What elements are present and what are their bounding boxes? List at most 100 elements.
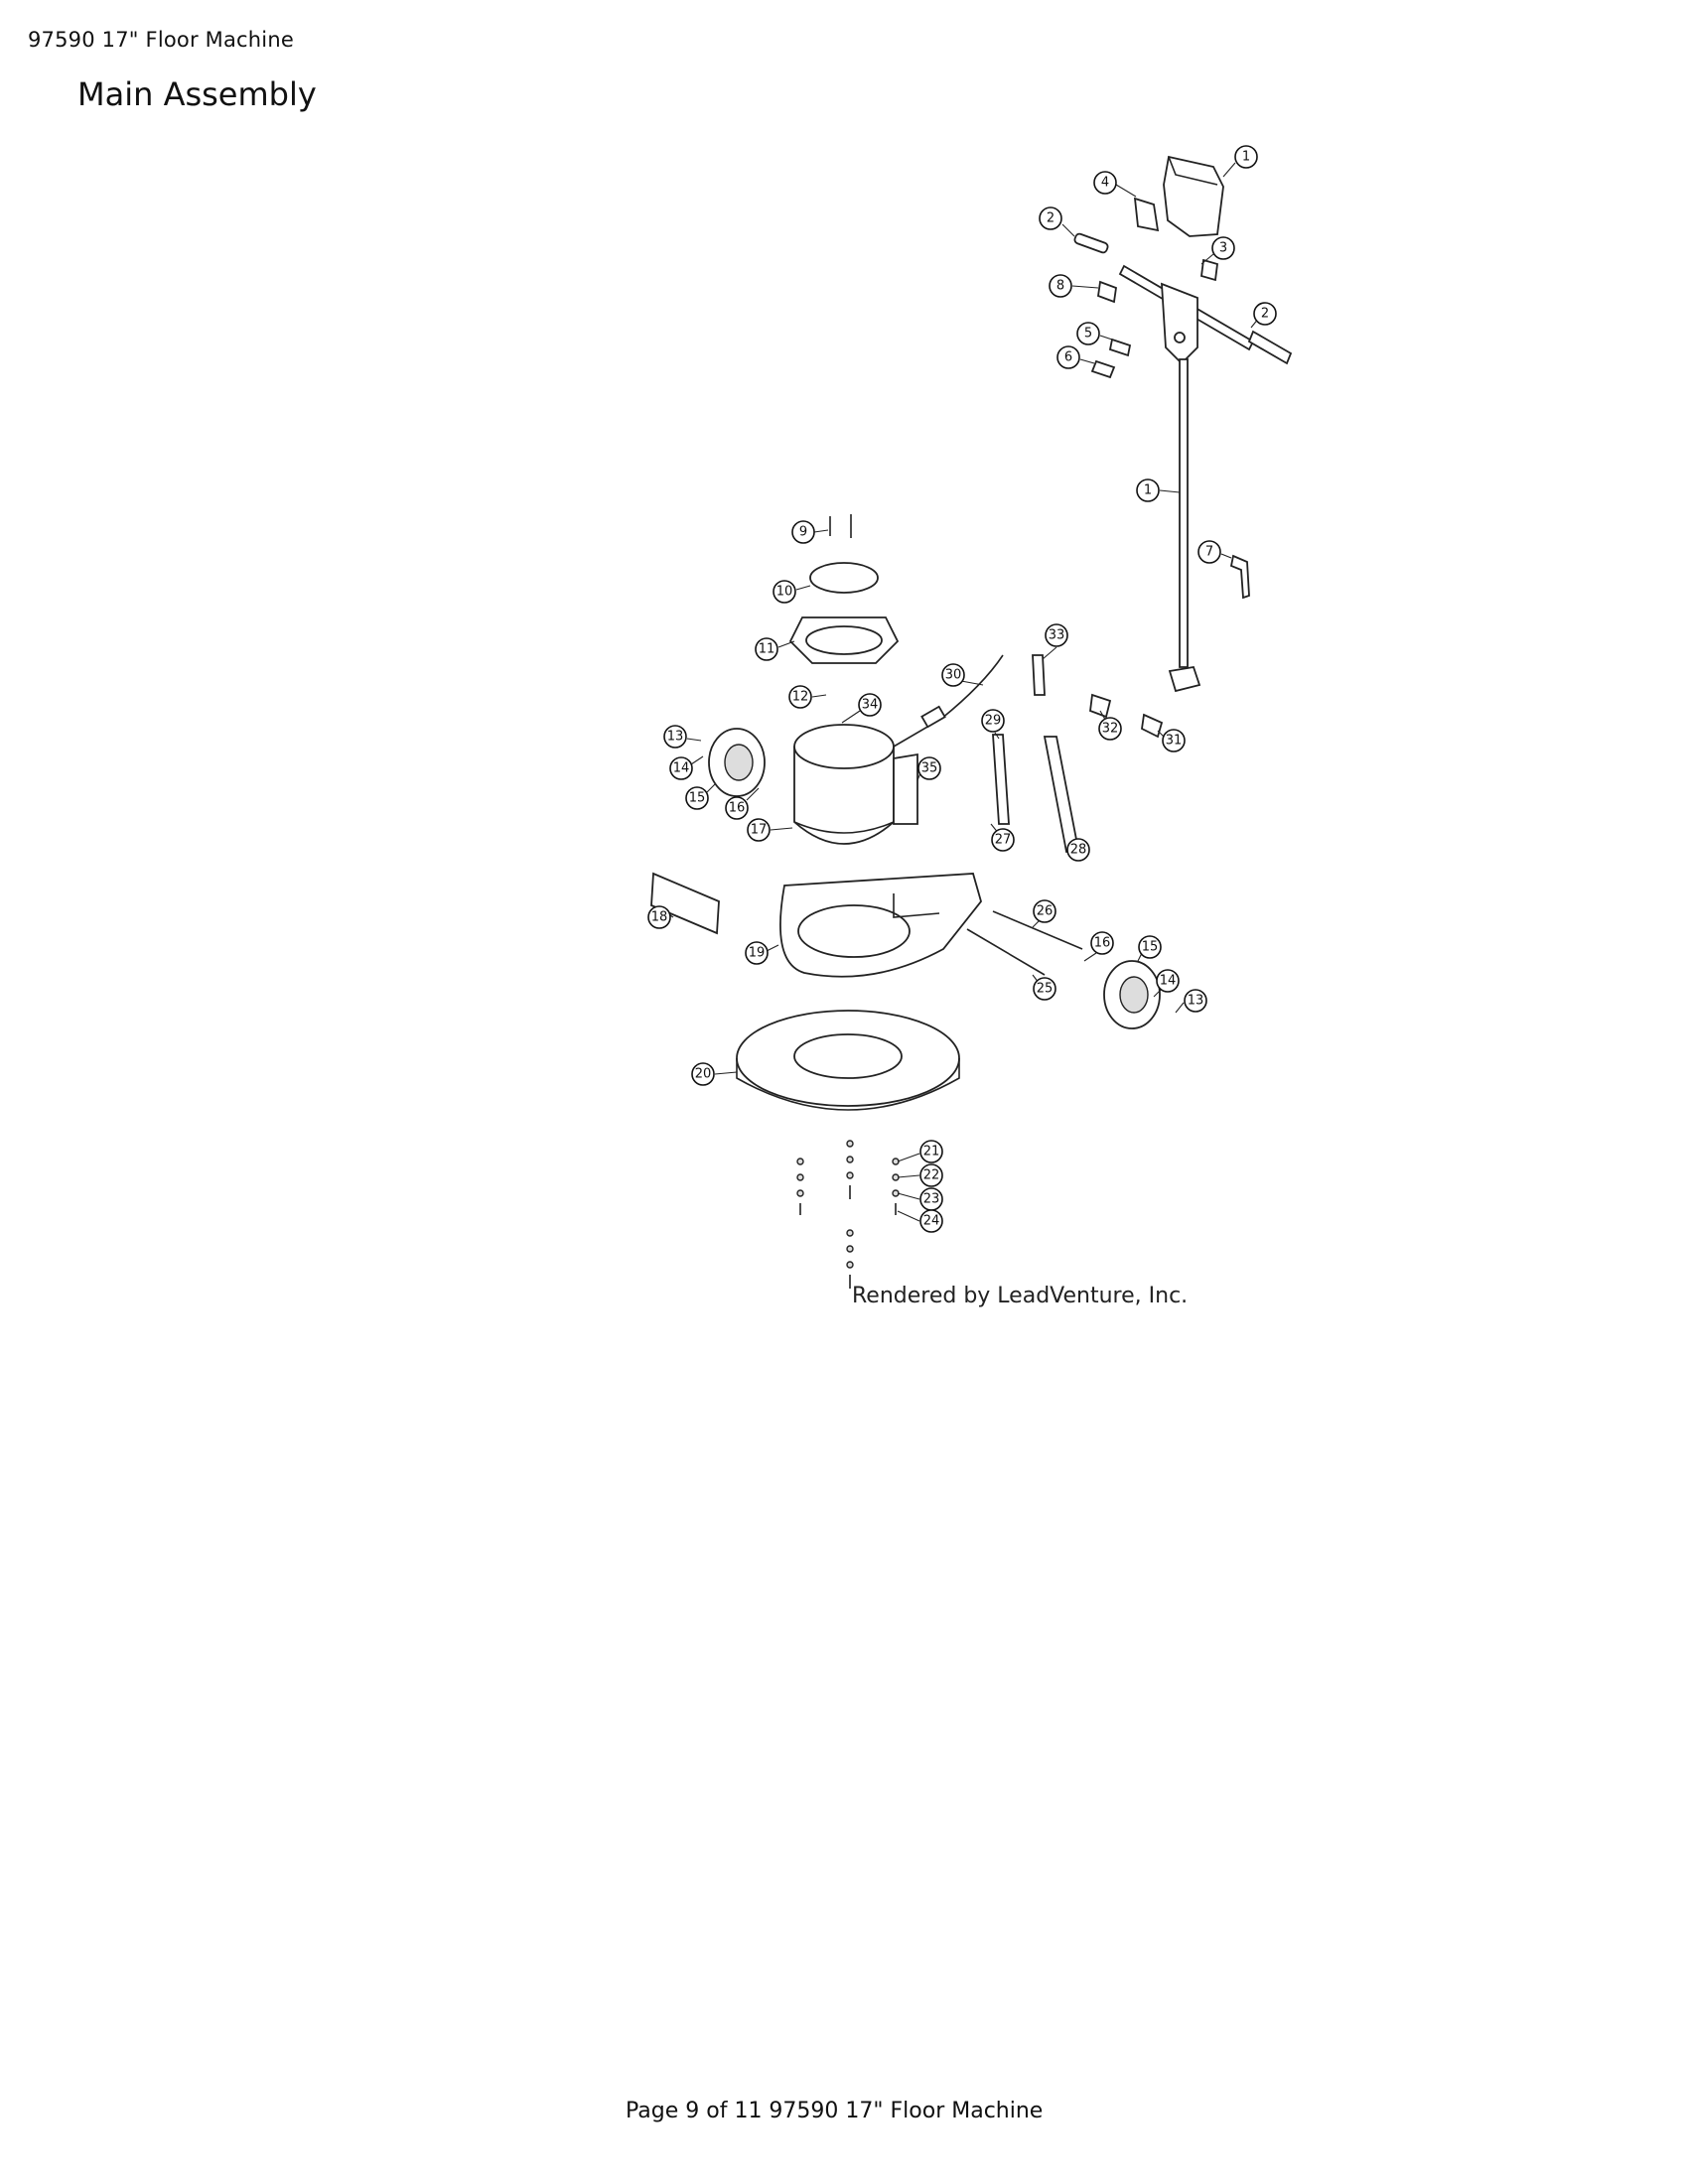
handle-tube (1168, 358, 1201, 693)
callout-16-right: 16 (1083, 931, 1114, 962)
callout-label: 29 (985, 714, 1002, 729)
section-title: Main Assembly (77, 75, 317, 113)
callout-label: 7 (1205, 545, 1213, 560)
wheel-right (1103, 960, 1161, 1029)
pad-hardware (796, 1140, 900, 1289)
callout-12: 12 (788, 685, 827, 709)
callout-4: 4 (1093, 171, 1137, 198)
switch-body (1090, 359, 1116, 379)
callout-15-right: 15 (1137, 935, 1162, 962)
callout-label: 20 (695, 1067, 712, 1082)
motor-cap (809, 562, 879, 594)
callout-21: 21 (897, 1140, 943, 1163)
callout-label: 4 (1101, 176, 1109, 191)
callout-label: 13 (1188, 994, 1204, 1009)
callout-2-right: 2 (1250, 302, 1277, 329)
callout-35: 35 (916, 756, 941, 781)
callout-3: 3 (1200, 236, 1235, 265)
callout-label: 3 (1219, 241, 1227, 256)
callout-label: 15 (689, 791, 706, 806)
callout-label: 24 (923, 1214, 940, 1229)
render-credit: Rendered by LeadVenture, Inc. (852, 1284, 1188, 1308)
callout-26: 26 (1032, 899, 1056, 928)
callout-label: 2 (1047, 211, 1055, 226)
callout-label: 8 (1056, 279, 1064, 294)
axle-rods (966, 910, 1083, 976)
callout-32: 32 (1098, 710, 1122, 741)
link-arms (992, 654, 1080, 854)
callout-label: 35 (921, 761, 938, 776)
callout-13-left: 13 (663, 725, 702, 749)
callout-2-left: 2 (1039, 206, 1075, 237)
handle-yoke (1161, 282, 1198, 365)
power-cord (893, 654, 1004, 748)
callout-label: 10 (776, 585, 793, 600)
cord-hook (1229, 554, 1250, 600)
callout-label: 2 (1261, 307, 1269, 322)
callout-label: 28 (1070, 843, 1087, 858)
callout-5: 5 (1076, 322, 1113, 345)
top-screws (829, 514, 852, 538)
callout-label: 14 (673, 761, 690, 776)
callout-30: 30 (941, 663, 984, 687)
callout-label: 1 (1242, 150, 1250, 165)
page-footer-text: Page 9 of 11 97590 17" Floor Machine (626, 2099, 1044, 2123)
callout-label: 23 (923, 1192, 940, 1207)
callout-33: 33 (1042, 623, 1068, 660)
callout-16-left: 16 (725, 787, 760, 820)
callout-18: 18 (647, 905, 674, 929)
callout-label: 6 (1064, 350, 1072, 365)
switch-bracket (1200, 258, 1218, 282)
callout-label: 5 (1084, 327, 1092, 341)
exploded-parts-diagram: 1 4 2 3 8 2 5 6 1 7 9 10 (647, 145, 1293, 1308)
callout-19: 19 (745, 941, 779, 965)
callout-25: 25 (1032, 974, 1056, 1001)
callout-23: 23 (897, 1187, 943, 1211)
callout-label: 30 (945, 668, 962, 683)
callout-13-right: 13 (1175, 989, 1207, 1014)
callout-14-right: 14 (1153, 969, 1180, 998)
callout-label: 22 (923, 1168, 940, 1183)
callout-label: 15 (1142, 940, 1159, 955)
callout-label: 32 (1102, 722, 1119, 737)
callout-10: 10 (773, 580, 811, 604)
pad-driver-ring (736, 1010, 960, 1111)
callout-label: 26 (1037, 904, 1054, 919)
callout-9: 9 (791, 520, 829, 544)
motor-housing (793, 724, 918, 845)
switch-assembly-small (1089, 693, 1164, 739)
callout-label: 17 (751, 823, 768, 838)
trigger-lever (1097, 280, 1117, 304)
callout-label: 9 (799, 525, 807, 540)
callout-20: 20 (691, 1062, 738, 1086)
callout-14-left: 14 (669, 755, 704, 780)
callout-label: 14 (1160, 974, 1177, 989)
callout-label: 1 (1144, 483, 1152, 498)
callout-34: 34 (841, 693, 882, 724)
callout-label: 34 (862, 698, 879, 713)
wheel-left (708, 728, 766, 797)
base-chassis (779, 873, 982, 978)
callout-label: 33 (1049, 628, 1065, 643)
control-housing (1163, 155, 1224, 237)
callout-label: 16 (1094, 936, 1111, 951)
callout-label: 27 (995, 833, 1012, 848)
callout-label: 21 (923, 1145, 940, 1160)
callout-22: 22 (897, 1163, 943, 1187)
label-plate (1133, 197, 1160, 232)
callout-17: 17 (747, 818, 793, 842)
callout-label: 16 (729, 801, 746, 816)
callout-label: 11 (759, 642, 775, 657)
switch-plate (1108, 338, 1132, 357)
callout-label: 31 (1166, 734, 1183, 749)
callout-label: 13 (667, 730, 684, 745)
callout-7: 7 (1197, 540, 1232, 564)
document-header: 97590 17" Floor Machine (28, 28, 294, 52)
callout-11: 11 (755, 637, 795, 661)
callout-24: 24 (897, 1209, 943, 1233)
callout-8: 8 (1049, 274, 1099, 298)
callout-label: 19 (749, 946, 766, 961)
callout-28: 28 (1066, 838, 1090, 862)
callout-1-top: 1 (1222, 145, 1258, 178)
callout-29: 29 (981, 709, 1005, 740)
